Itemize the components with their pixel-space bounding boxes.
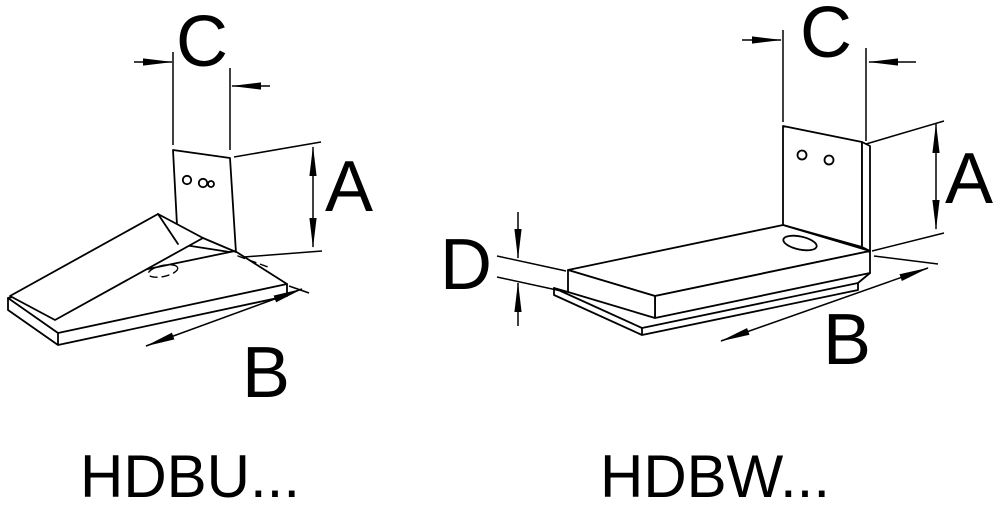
hdbw-dim-b-extension-line: [873, 255, 939, 265]
hdbw-dim-a-extension-lines: [865, 120, 945, 252]
hdbw-slot-hole: [782, 234, 818, 252]
hdbu-dim-label-c: C: [176, 2, 228, 82]
hdbw-caption: HDBW...: [600, 443, 830, 505]
hdbw-vertical-plate-edge: [861, 141, 871, 252]
hdbu-hidden-hole: [147, 264, 179, 278]
hdbw-dim-d-extension-lines: [496, 255, 567, 293]
hdbu-hidden-edge-line: [237, 255, 269, 268]
hdbw-bolt-hole-icon: [796, 149, 808, 161]
hdbw-plate-holes: [796, 149, 835, 166]
hdbw-dim-c-extension-lines: [782, 30, 867, 141]
hdbu-gusset-edges: [157, 213, 237, 253]
hdbu-dim-labels: C A B: [176, 2, 373, 413]
hdbu-caption: HDBU...: [80, 443, 300, 505]
hdbw-dim-label-c: C: [800, 0, 852, 73]
hdbw-base-left-end-face: [567, 269, 656, 319]
hdbu-dim-label-b: B: [242, 333, 290, 413]
hdbu-dimensions: [134, 52, 323, 347]
hdbu-figure: C A B HDBU...: [7, 2, 373, 505]
hdbw-bolt-hole-icon: [823, 154, 835, 166]
hdbw-dimensions: [496, 30, 945, 342]
hdbw-dim-b-arrow-icon: [720, 267, 929, 342]
hdbu-dim-label-a: A: [325, 147, 373, 227]
hdbw-dim-label-a: A: [945, 139, 993, 219]
hdbu-hidden-edges: [147, 255, 269, 278]
hdbu-bracket: [7, 149, 288, 346]
hdbu-bolt-hole-icon: [181, 174, 193, 186]
hdbw-dim-label-d: D: [440, 225, 492, 305]
hdbw-dim-labels: C A D B: [440, 0, 993, 380]
hdbw-figure: C A D B HDBW...: [440, 0, 993, 505]
hdbu-dim-a-extension-lines: [233, 141, 323, 258]
hdbu-dim-b-arrow-icon: [145, 288, 303, 347]
hdbu-dim-c-extension-lines: [172, 52, 231, 150]
hdbw-dim-label-b: B: [823, 300, 871, 380]
hdbu-bolt-hole-icon: [197, 177, 209, 189]
hdbu-plate-holes: [181, 174, 215, 189]
hdbu-bolt-hole-icon: [207, 180, 215, 188]
